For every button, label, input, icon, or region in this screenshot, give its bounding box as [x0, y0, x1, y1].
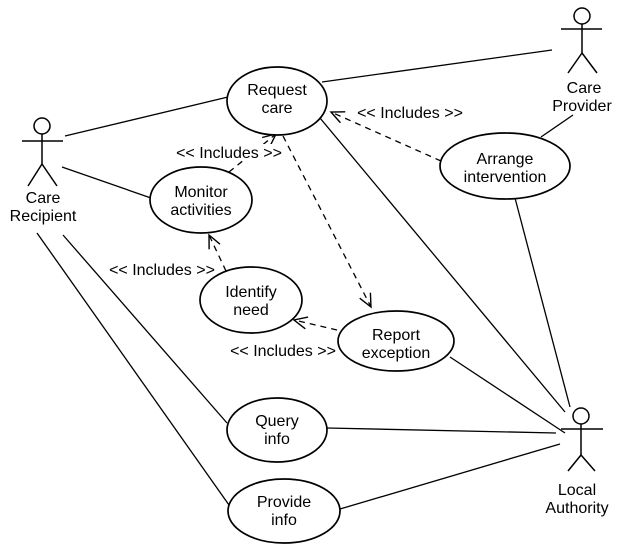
- usecase-report-exception[interactable]: Report exception: [337, 310, 455, 372]
- stick-figure-icon: [561, 407, 603, 472]
- include-arrow-identify-to-monitor: [208, 233, 227, 272]
- association-authority-query-info: [326, 427, 557, 434]
- actor-label-line2: Provider: [552, 98, 612, 115]
- usecase-query-info[interactable]: Query info: [226, 397, 328, 463]
- actor-care-provider[interactable]: Care Provider: [552, 7, 612, 115]
- usecase-ellipse: [439, 132, 571, 200]
- actor-label-line1: Care: [567, 80, 602, 97]
- include-label-bg: [227, 342, 339, 358]
- usecase-label-line1: Arrange: [477, 151, 534, 168]
- usecase-request-care[interactable]: Request care: [226, 66, 328, 136]
- usecase-label-line2: need: [233, 302, 269, 319]
- actor-label-line2: Recipient: [10, 208, 77, 225]
- association-authority-request-care: [319, 117, 566, 413]
- include-arrows: [208, 111, 442, 331]
- include-label: << Includes >>: [109, 262, 215, 279]
- include-label: << Includes >>: [230, 343, 336, 360]
- usecase-ellipse: [226, 397, 328, 463]
- association-provider-arrange-intervention: [540, 114, 574, 138]
- usecase-label-line1: Provide: [257, 494, 311, 511]
- association-recipient-provide-info: [36, 232, 230, 506]
- include-labels: << Includes >> << Includes >> << Include…: [106, 104, 466, 360]
- include-label-bg: [172, 144, 286, 160]
- include-label: << Includes >>: [176, 145, 282, 162]
- actor-label-line2: Authority: [545, 500, 608, 517]
- association-provider-request-care: [321, 49, 553, 83]
- usecase-label-line2: intervention: [464, 169, 547, 186]
- association-authority-provide-info: [339, 443, 561, 510]
- include-label-bg: [106, 261, 218, 277]
- associations: [36, 49, 574, 510]
- include-label: << Includes >>: [357, 105, 463, 122]
- usecase-label-line1: Request: [247, 82, 307, 99]
- include-label-bg: [354, 104, 466, 120]
- include-arrow-arrange-to-request: [329, 111, 442, 162]
- actor-care-recipient[interactable]: Care Recipient: [10, 117, 77, 225]
- association-recipient-query-info: [62, 234, 228, 424]
- usecase-ellipse: [226, 66, 328, 136]
- usecase-arrange-intervention[interactable]: Arrange intervention: [439, 132, 571, 200]
- usecase-label-line1: Report: [372, 327, 421, 344]
- usecase-ellipse: [149, 166, 253, 234]
- usecase-label-line1: Query: [255, 413, 299, 430]
- association-recipient-request-care: [64, 96, 229, 137]
- association-authority-report-exception: [449, 356, 566, 434]
- usecase-ellipse: [199, 266, 303, 334]
- usecase-monitor-activities[interactable]: Monitor activities: [149, 166, 253, 234]
- actor-local-authority[interactable]: Local Authority: [545, 407, 609, 517]
- usecase-identify-need[interactable]: Identify need: [199, 266, 303, 334]
- usecase-ellipse: [337, 310, 455, 372]
- usecase-label-line2: exception: [362, 345, 431, 362]
- stick-figure-icon: [22, 117, 63, 187]
- usecase-label-line1: Identify: [225, 284, 277, 301]
- usecase-provide-info[interactable]: Provide info: [227, 478, 341, 544]
- usecase-label-line1: Monitor: [174, 184, 228, 201]
- actor-label-line1: Local: [558, 482, 596, 499]
- association-authority-arrange-intervention: [514, 197, 571, 408]
- usecase-label-line2: activities: [170, 202, 231, 219]
- usecase-label-line2: care: [261, 100, 292, 117]
- actor-label-line1: Care: [26, 190, 61, 207]
- usecase-label-line2: info: [264, 431, 290, 448]
- association-recipient-monitor-activities: [61, 166, 152, 199]
- include-arrow-request-to-report: [282, 135, 372, 309]
- stick-figure-icon: [561, 7, 602, 74]
- usecase-label-line2: info: [271, 512, 297, 529]
- include-arrow-report-to-identify: [292, 316, 338, 331]
- usecase-ellipse: [227, 478, 341, 544]
